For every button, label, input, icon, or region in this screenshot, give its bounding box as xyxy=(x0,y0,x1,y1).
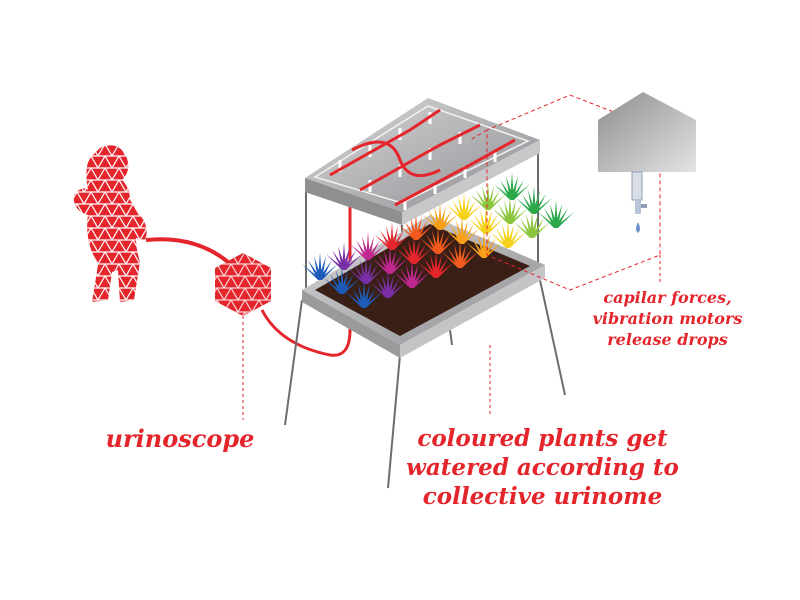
plant xyxy=(494,172,530,200)
plant xyxy=(470,182,506,210)
boy-silhouette-icon xyxy=(73,145,147,302)
plant xyxy=(346,280,382,308)
plant xyxy=(514,210,550,238)
plant xyxy=(490,220,526,248)
plant xyxy=(468,206,504,234)
plants-label: coloured plants get watered according to… xyxy=(406,425,679,510)
plant xyxy=(446,192,482,220)
urine-stream xyxy=(145,237,230,264)
plant xyxy=(396,236,432,264)
plant xyxy=(444,216,480,244)
plant xyxy=(324,266,360,294)
plant xyxy=(372,246,408,274)
plant xyxy=(350,232,386,260)
plant xyxy=(492,196,528,224)
plant xyxy=(442,240,478,268)
plant xyxy=(398,212,434,240)
plant xyxy=(370,270,406,298)
plant xyxy=(302,252,338,280)
plant xyxy=(516,186,552,214)
urinoscope-hexagon-icon xyxy=(215,253,271,316)
plant xyxy=(418,250,454,278)
urinoscope-label: urinoscope xyxy=(105,424,255,453)
plant xyxy=(466,230,502,258)
plant xyxy=(394,260,430,288)
water-drop-icon xyxy=(636,222,640,233)
plant xyxy=(326,242,362,270)
plant xyxy=(538,200,574,228)
water-pipes xyxy=(329,108,516,207)
tray-cross-section xyxy=(598,92,696,172)
plant xyxy=(420,226,456,254)
drops-label: capilar forces, vibration motors release… xyxy=(592,288,743,349)
plant xyxy=(422,202,458,230)
plant xyxy=(374,222,410,250)
plants xyxy=(302,172,574,308)
top-tray xyxy=(305,98,540,225)
plant xyxy=(348,256,384,284)
nozzle-callout xyxy=(469,92,696,291)
